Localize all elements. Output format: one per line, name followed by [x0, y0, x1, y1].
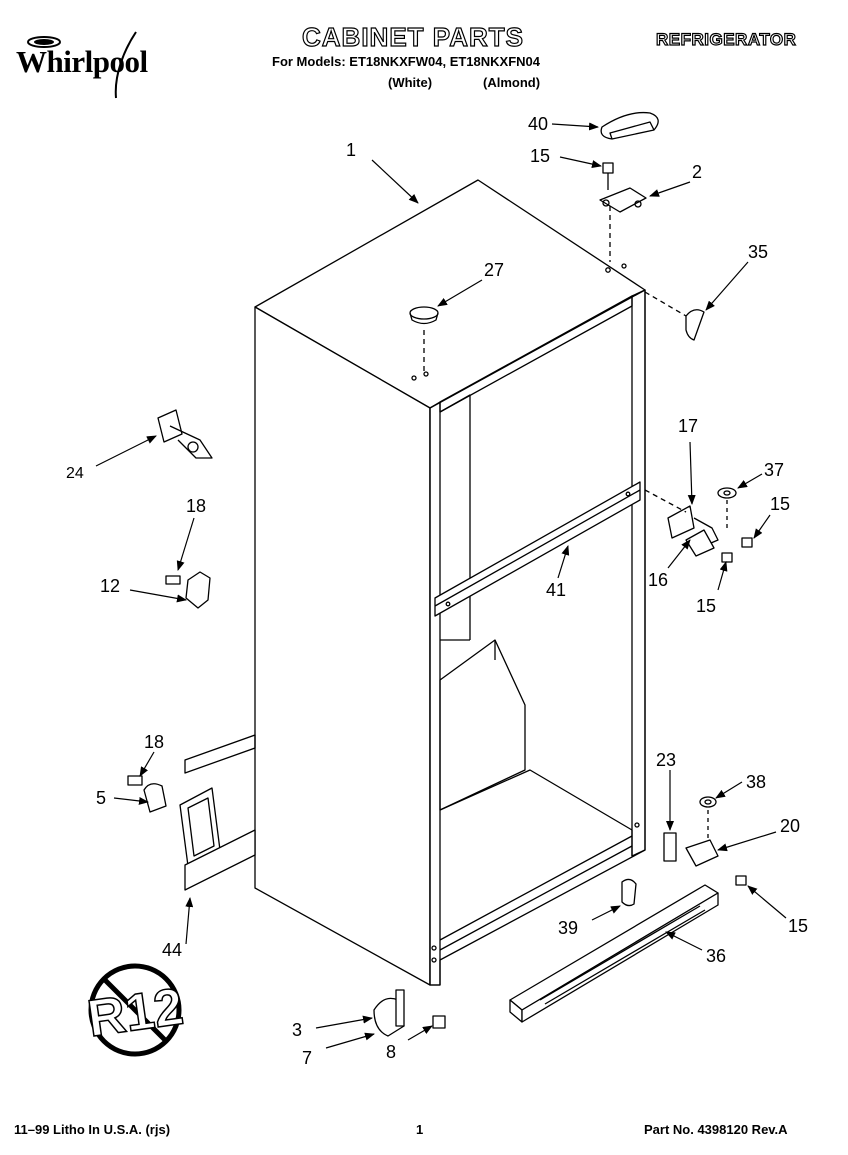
callout-7: 7 — [302, 1048, 312, 1068]
models-line: For Models: ET18NKXFW04, ET18NKXFN04 — [272, 54, 540, 69]
r12-badge-text: R12 — [84, 978, 187, 1049]
part-40-hinge-cover — [600, 111, 659, 140]
part-17-hinge-bracket — [644, 487, 753, 563]
part-41-center-rail — [434, 481, 641, 617]
callout-15: 15 — [696, 596, 716, 616]
cabinet-shell — [254, 179, 646, 986]
callout-27: 27 — [484, 260, 504, 280]
part-2-top-hinge — [599, 162, 647, 262]
callout-24: 24 — [66, 465, 84, 482]
callout-23: 23 — [656, 750, 676, 770]
callout-36: 36 — [706, 946, 726, 966]
part-36-toe-grille — [509, 884, 719, 1023]
callout-35: 35 — [748, 242, 768, 262]
callout-38: 38 — [746, 772, 766, 792]
footer-page-number: 1 — [416, 1122, 424, 1137]
part-3-roller-bracket — [373, 989, 446, 1037]
part-20-bottom-hinge — [663, 796, 747, 886]
callout-8: 8 — [386, 1042, 396, 1062]
part-27-plug — [409, 306, 439, 372]
part-35-clip — [644, 291, 705, 341]
callout-16: 16 — [648, 570, 668, 590]
callout-18: 18 — [144, 732, 164, 752]
callout-44: 44 — [162, 940, 182, 960]
part-5-hinge — [127, 734, 256, 891]
callout-15: 15 — [530, 146, 550, 166]
callout-41: 41 — [546, 580, 566, 600]
callout-18: 18 — [186, 496, 206, 516]
callout-5: 5 — [96, 788, 106, 808]
part-24-shelf-support — [157, 409, 213, 459]
callout-3: 3 — [292, 1020, 302, 1040]
callout-1: 1 — [346, 140, 356, 160]
callout-39: 39 — [558, 918, 578, 938]
callout-12: 12 — [100, 576, 120, 596]
callout-17: 17 — [678, 416, 698, 436]
callout-15: 15 — [770, 494, 790, 514]
callout-40: 40 — [528, 114, 548, 134]
color-almond-label: (Almond) — [483, 75, 541, 90]
whirlpool-logo: Whirlpool — [14, 30, 164, 100]
callout-37: 37 — [764, 460, 784, 480]
category-label: REFRIGERATOR — [655, 29, 797, 49]
footer-litho: 11–99 Litho In U.S.A. (rjs) — [14, 1122, 171, 1137]
part-39-clip — [621, 878, 637, 907]
callout-2: 2 — [692, 162, 702, 182]
brand-wordmark: Whirlpool — [16, 44, 148, 79]
color-white-label: (White) — [388, 75, 433, 90]
page-title: CABINET PARTS — [301, 21, 524, 52]
part-12-bracket — [165, 571, 211, 609]
no-r12-icon: R12 — [83, 963, 187, 1057]
whirlpool-swirl-icon — [27, 31, 137, 99]
callout-15: 15 — [788, 916, 808, 936]
callout-20: 20 — [780, 816, 800, 836]
footer-part-number: Part No. 4398120 Rev.A — [644, 1122, 788, 1137]
